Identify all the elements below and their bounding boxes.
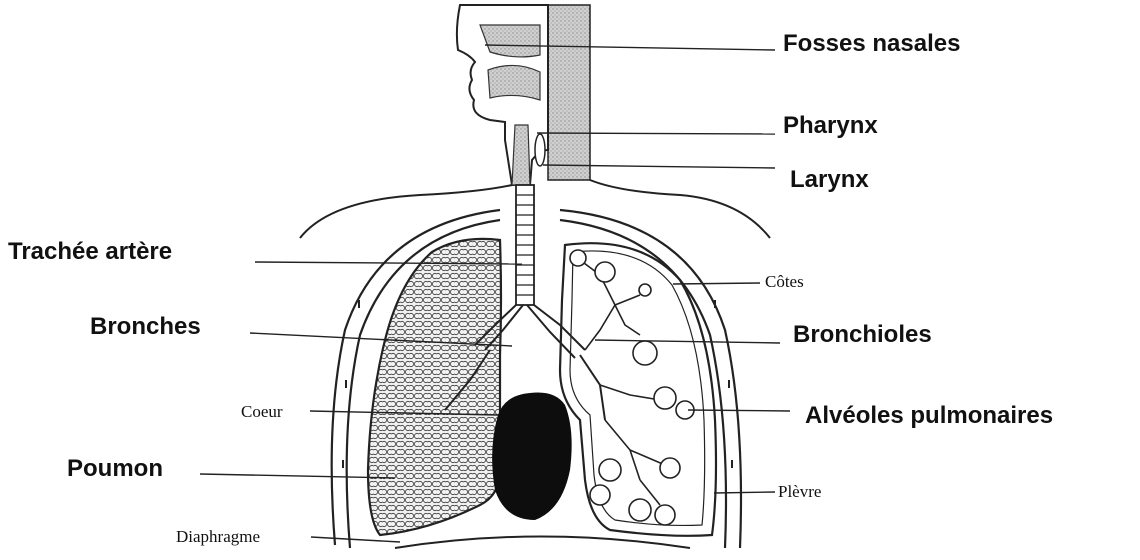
trachea xyxy=(516,185,534,305)
label-plevre: Plèvre xyxy=(778,482,821,502)
label-diaphragme: Diaphragme xyxy=(176,527,260,547)
label-cotes: Côtes xyxy=(765,272,804,292)
label-alveoles: Alvéoles pulmonaires xyxy=(805,402,1053,430)
label-coeur: Coeur xyxy=(241,402,283,422)
label-poumon: Poumon xyxy=(67,455,163,483)
diaphragm xyxy=(395,537,690,549)
heart xyxy=(492,393,572,521)
right-lung xyxy=(560,243,716,536)
label-larynx: Larynx xyxy=(790,166,869,194)
label-trachee: Trachée artère xyxy=(8,238,172,266)
label-bronchioles: Bronchioles xyxy=(793,321,932,349)
label-pharynx: Pharynx xyxy=(783,112,878,140)
label-fosses-nasales: Fosses nasales xyxy=(783,30,960,58)
head-section xyxy=(457,5,590,185)
label-bronches: Bronches xyxy=(90,313,201,341)
